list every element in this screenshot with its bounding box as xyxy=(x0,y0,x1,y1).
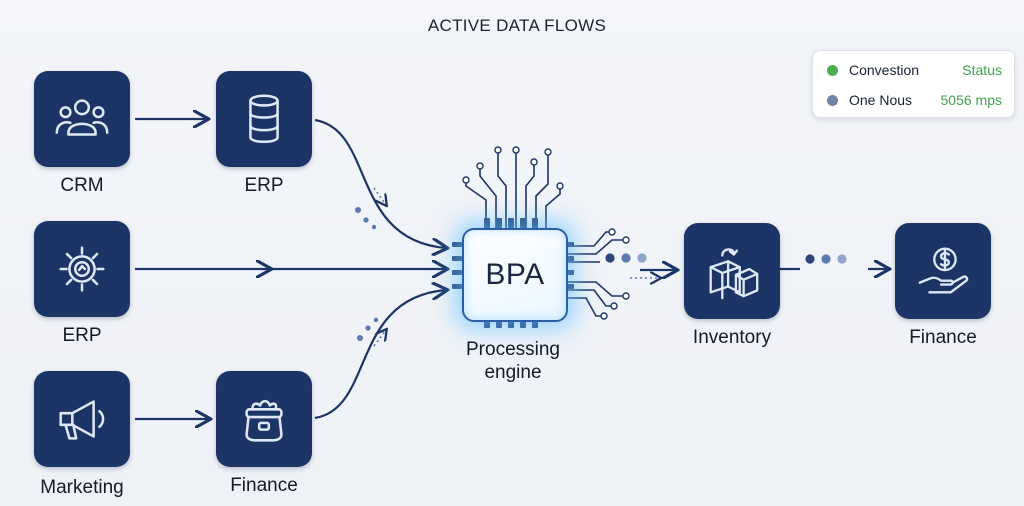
inventory-node[interactable] xyxy=(684,223,780,319)
users-icon xyxy=(55,99,109,136)
chip-circuit-right xyxy=(566,231,626,317)
marketing-node[interactable] xyxy=(34,371,130,467)
legend-row-one-nous: One Nous 5056 mps xyxy=(827,91,1002,109)
erp-db-node[interactable] xyxy=(216,71,312,167)
moneybag-icon xyxy=(245,399,283,442)
diagram-title: ACTIVE DATA FLOWS xyxy=(427,16,607,35)
legend-value: Status xyxy=(962,62,1002,78)
bpa-chip-label: BPA xyxy=(485,258,545,291)
database-icon xyxy=(249,94,279,144)
erp-db-label: ERP xyxy=(244,175,284,196)
crm-node[interactable] xyxy=(34,71,130,167)
finance-source-node[interactable] xyxy=(216,371,312,467)
legend-dot-slate xyxy=(827,94,838,106)
finance-source-label: Finance xyxy=(230,475,298,496)
processing-engine-caption: Processing engine xyxy=(448,338,578,384)
legend-dot-green xyxy=(827,64,838,76)
finance-output-node[interactable] xyxy=(895,223,991,319)
gear-icon xyxy=(59,246,105,292)
finance-output-label: Finance xyxy=(909,327,977,348)
caption-line-2: engine xyxy=(484,362,542,383)
flow-erp-curve-to-bpa xyxy=(314,118,446,248)
erp-gear-label: ERP xyxy=(62,325,102,346)
erp-gear-node[interactable] xyxy=(34,221,130,317)
chip-circuit-top xyxy=(465,150,561,228)
flow-finance-curve-to-bpa xyxy=(314,290,446,420)
legend-panel: Convestion Status One Nous 5056 mps xyxy=(812,50,1015,118)
caption-line-1: Processing xyxy=(466,339,560,360)
hand-dollar-icon xyxy=(918,247,969,294)
bpa-processing-chip[interactable]: BPA xyxy=(462,228,568,322)
legend-name: One Nous xyxy=(849,92,913,108)
legend-value: 5056 mps xyxy=(940,92,1002,108)
inventory-label: Inventory xyxy=(692,327,772,348)
legend-name: Convestion xyxy=(849,62,920,78)
marketing-label: Marketing xyxy=(40,477,124,498)
legend-row-convestion: Convestion Status xyxy=(827,61,1002,79)
boxes-icon xyxy=(709,248,759,300)
megaphone-icon xyxy=(59,400,105,440)
crm-label: CRM xyxy=(60,175,104,196)
